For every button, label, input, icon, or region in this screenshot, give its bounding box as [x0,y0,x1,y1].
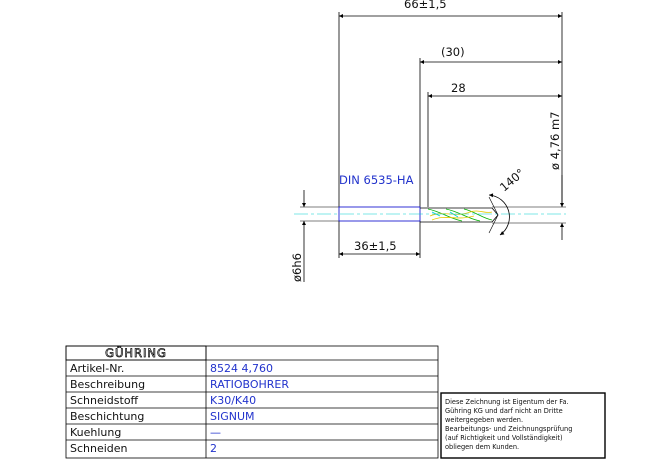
drill-point [491,207,499,223]
dim-diameter-label: ø 4,76 m7 [548,112,562,170]
note-line-5: (auf Richtigkeit und Vollständigkeit) [445,434,563,442]
dim-flute-length: 28 [427,81,562,207]
company-logo: GÜHRING [105,344,167,360]
row-value-cooling: — [210,426,221,439]
note-line-1: Diese Zeichnung ist Eigentum der Fa. [445,398,569,406]
dim-point-angle-label: 140° [497,166,527,195]
dim-overall-length: 66±1,5 [338,0,563,207]
drill-body [294,206,566,223]
row-value-cutting-edges: 2 [210,442,217,455]
row-value-description: RATIOBOHRER [210,378,289,391]
dim-flute-length-ref-label: (30) [441,45,465,59]
drill-flutes [427,208,493,222]
row-label-article-no: Artikel-Nr. [70,362,124,375]
note-line-4: Bearbeitungs- und Zeichnungsprüfung [445,425,572,433]
row-label-cooling: Kuehlung [70,426,121,439]
row-value-coating: SIGNUM [210,410,255,423]
row-value-article-no: 8524 4,760 [210,362,273,375]
row-label-cutting-material: Schneidstoff [70,394,139,407]
dim-shank-diameter-label: ø6h6 [290,253,304,282]
ownership-note: Diese Zeichnung ist Eigentum der Fa. Güh… [440,392,606,459]
row-label-cutting-edges: Schneiden [70,442,128,455]
note-line-3: weitergegeben werden. [445,416,523,424]
dim-flute-length-label: 28 [451,81,466,95]
dim-shank-diameter: ø6h6 [290,190,339,282]
row-label-description: Beschreibung [70,378,145,391]
row-value-cutting-material: K30/K40 [210,394,256,407]
note-line-6: obliegen dem Kunden. [445,443,519,451]
dim-flute-length-ref: (30) [419,45,562,207]
dim-diameter: ø 4,76 m7 [492,112,566,240]
dim-shank-length: 36±1,5 [338,221,421,258]
standard-label: DIN 6535-HA [339,173,414,187]
dim-overall-length-label: 66±1,5 [404,0,447,11]
note-line-2: Gühring KG und darf nicht an Dritte [445,407,563,415]
dim-point-angle: 140° [488,166,527,236]
dim-shank-length-label: 36±1,5 [354,239,397,253]
title-block: GÜHRING Artikel-Nr. 8524 4,760 Beschreib… [65,344,439,459]
row-label-coating: Beschichtung [70,410,144,423]
